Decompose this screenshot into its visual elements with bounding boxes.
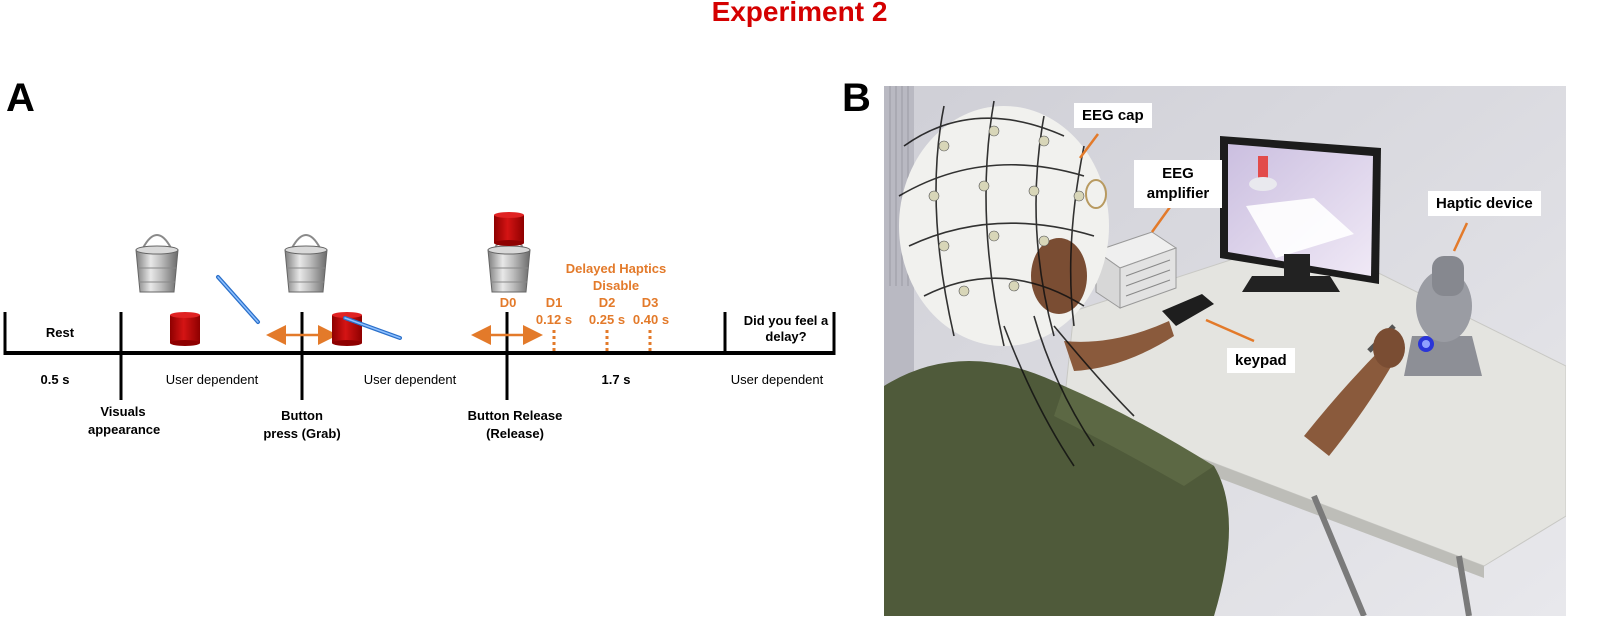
phase-duration-delay: 1.7 s <box>601 372 631 387</box>
callout-haptic-device: Haptic device <box>1428 191 1541 216</box>
event-label-grab: Button press (Grab) <box>263 408 341 441</box>
callout-eeg-cap: EEG cap <box>1074 103 1152 128</box>
callout-eeg-amplifier: EEG amplifier <box>1134 160 1222 208</box>
panel-b-letter: B <box>842 76 871 120</box>
phase-label-rest: Rest <box>45 325 75 340</box>
cylinder-icon <box>170 312 200 346</box>
setup-photo <box>884 86 1566 616</box>
delay-value-d3: 0.40 s <box>632 312 670 327</box>
callout-keypad: keypad <box>1227 348 1295 373</box>
timeline-diagram <box>3 212 836 400</box>
delay-name-d1: D1 <box>545 295 563 310</box>
delay-value-d1: 0.12 s <box>535 312 573 327</box>
delay-name-d0: D0 <box>499 295 517 310</box>
cylinder-icon <box>494 212 524 246</box>
delayed-haptics-title: Delayed Haptics Disable <box>565 261 667 293</box>
event-label-visuals: Visuals appearance <box>88 404 161 437</box>
bucket-icon <box>135 234 179 293</box>
delay-value-d2: 0.25 s <box>588 312 626 327</box>
bucket-icon <box>284 234 328 293</box>
phase-duration-question: User dependent <box>730 372 824 387</box>
phase-duration-rest: 0.5 s <box>40 372 70 387</box>
event-label-release: Button Release (Release) <box>467 408 563 441</box>
phase-duration-grab: User dependent <box>363 372 457 387</box>
delay-name-d3: D3 <box>641 295 659 310</box>
delay-name-d2: D2 <box>598 295 616 310</box>
figure-title: Experiment 2 <box>711 0 888 27</box>
phase-label-question: Did you feel a delay? <box>743 313 829 344</box>
panel-a-letter: A <box>6 76 35 120</box>
phase-duration-visuals: User dependent <box>165 372 259 387</box>
